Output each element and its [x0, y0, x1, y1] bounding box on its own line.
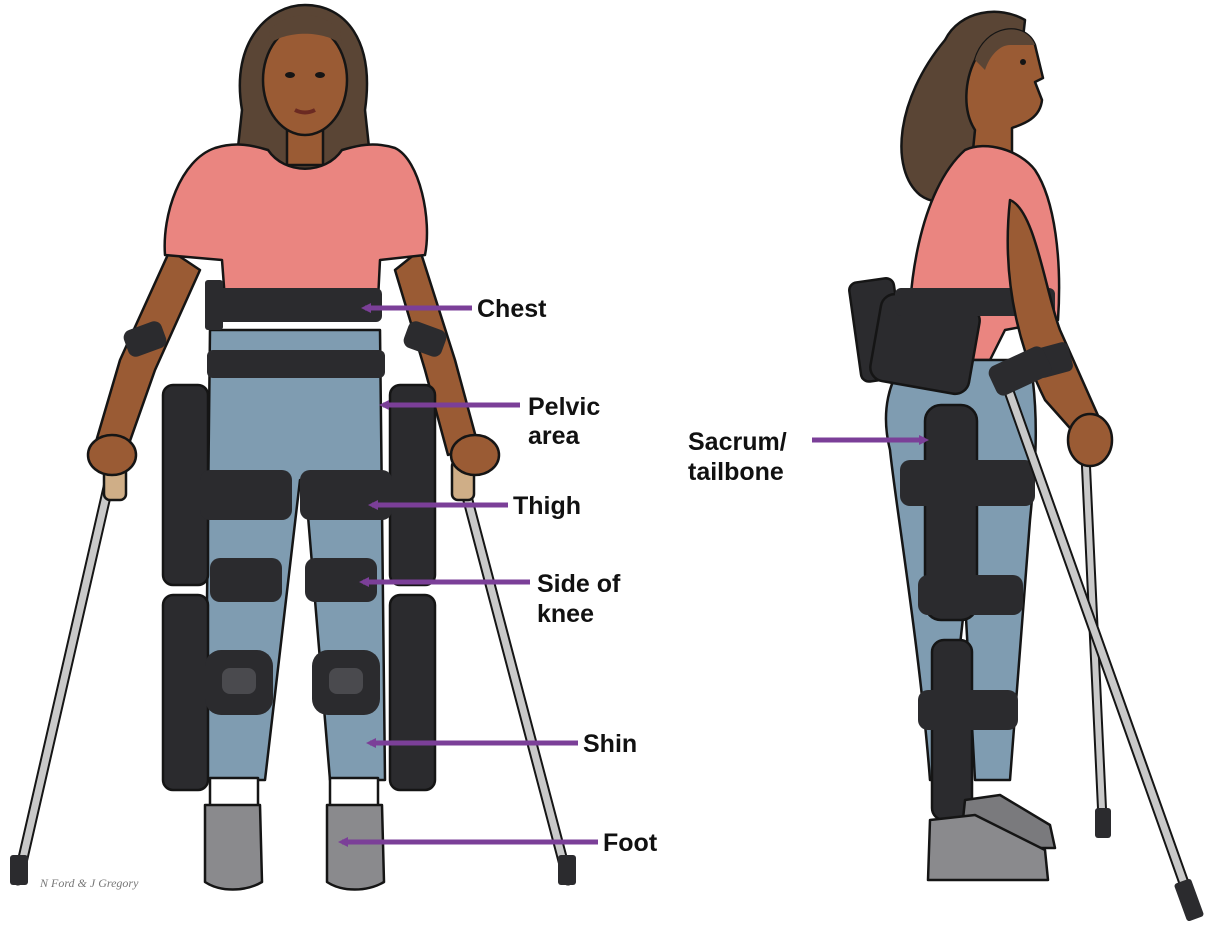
- thigh-strap-right: [300, 470, 392, 520]
- foot-label: Foot: [603, 829, 658, 857]
- knee-label-line2: knee: [537, 600, 594, 628]
- knee-label-line1: Side of: [537, 570, 621, 598]
- pelvic-label-line2: area: [528, 422, 581, 450]
- chest-strap: [212, 288, 382, 322]
- sacrum-label-line1: Sacrum/: [688, 428, 787, 456]
- shirt: [165, 145, 427, 300]
- thigh-label: Thigh: [513, 492, 581, 520]
- right-crutch: [452, 460, 576, 885]
- left-crutch: [10, 460, 126, 885]
- front-figure: [10, 5, 576, 890]
- right-shoe: [327, 805, 384, 890]
- thigh-strap-left: [200, 470, 292, 520]
- sacrum-label-line2: tailbone: [688, 458, 784, 486]
- callout-foot: Foot: [342, 829, 658, 857]
- side-figure: [848, 12, 1204, 922]
- knee-strap-left: [210, 558, 282, 602]
- chest-label: Chest: [477, 295, 547, 323]
- head: [263, 25, 347, 135]
- shin-label: Shin: [583, 730, 637, 758]
- pelvic-label-line1: Pelvic: [528, 393, 600, 421]
- callout-chest: Chest: [365, 295, 547, 323]
- illustration-credit: N Ford & J Gregory: [39, 876, 139, 890]
- left-shoe: [205, 805, 262, 890]
- pelvic-strap: [207, 350, 385, 378]
